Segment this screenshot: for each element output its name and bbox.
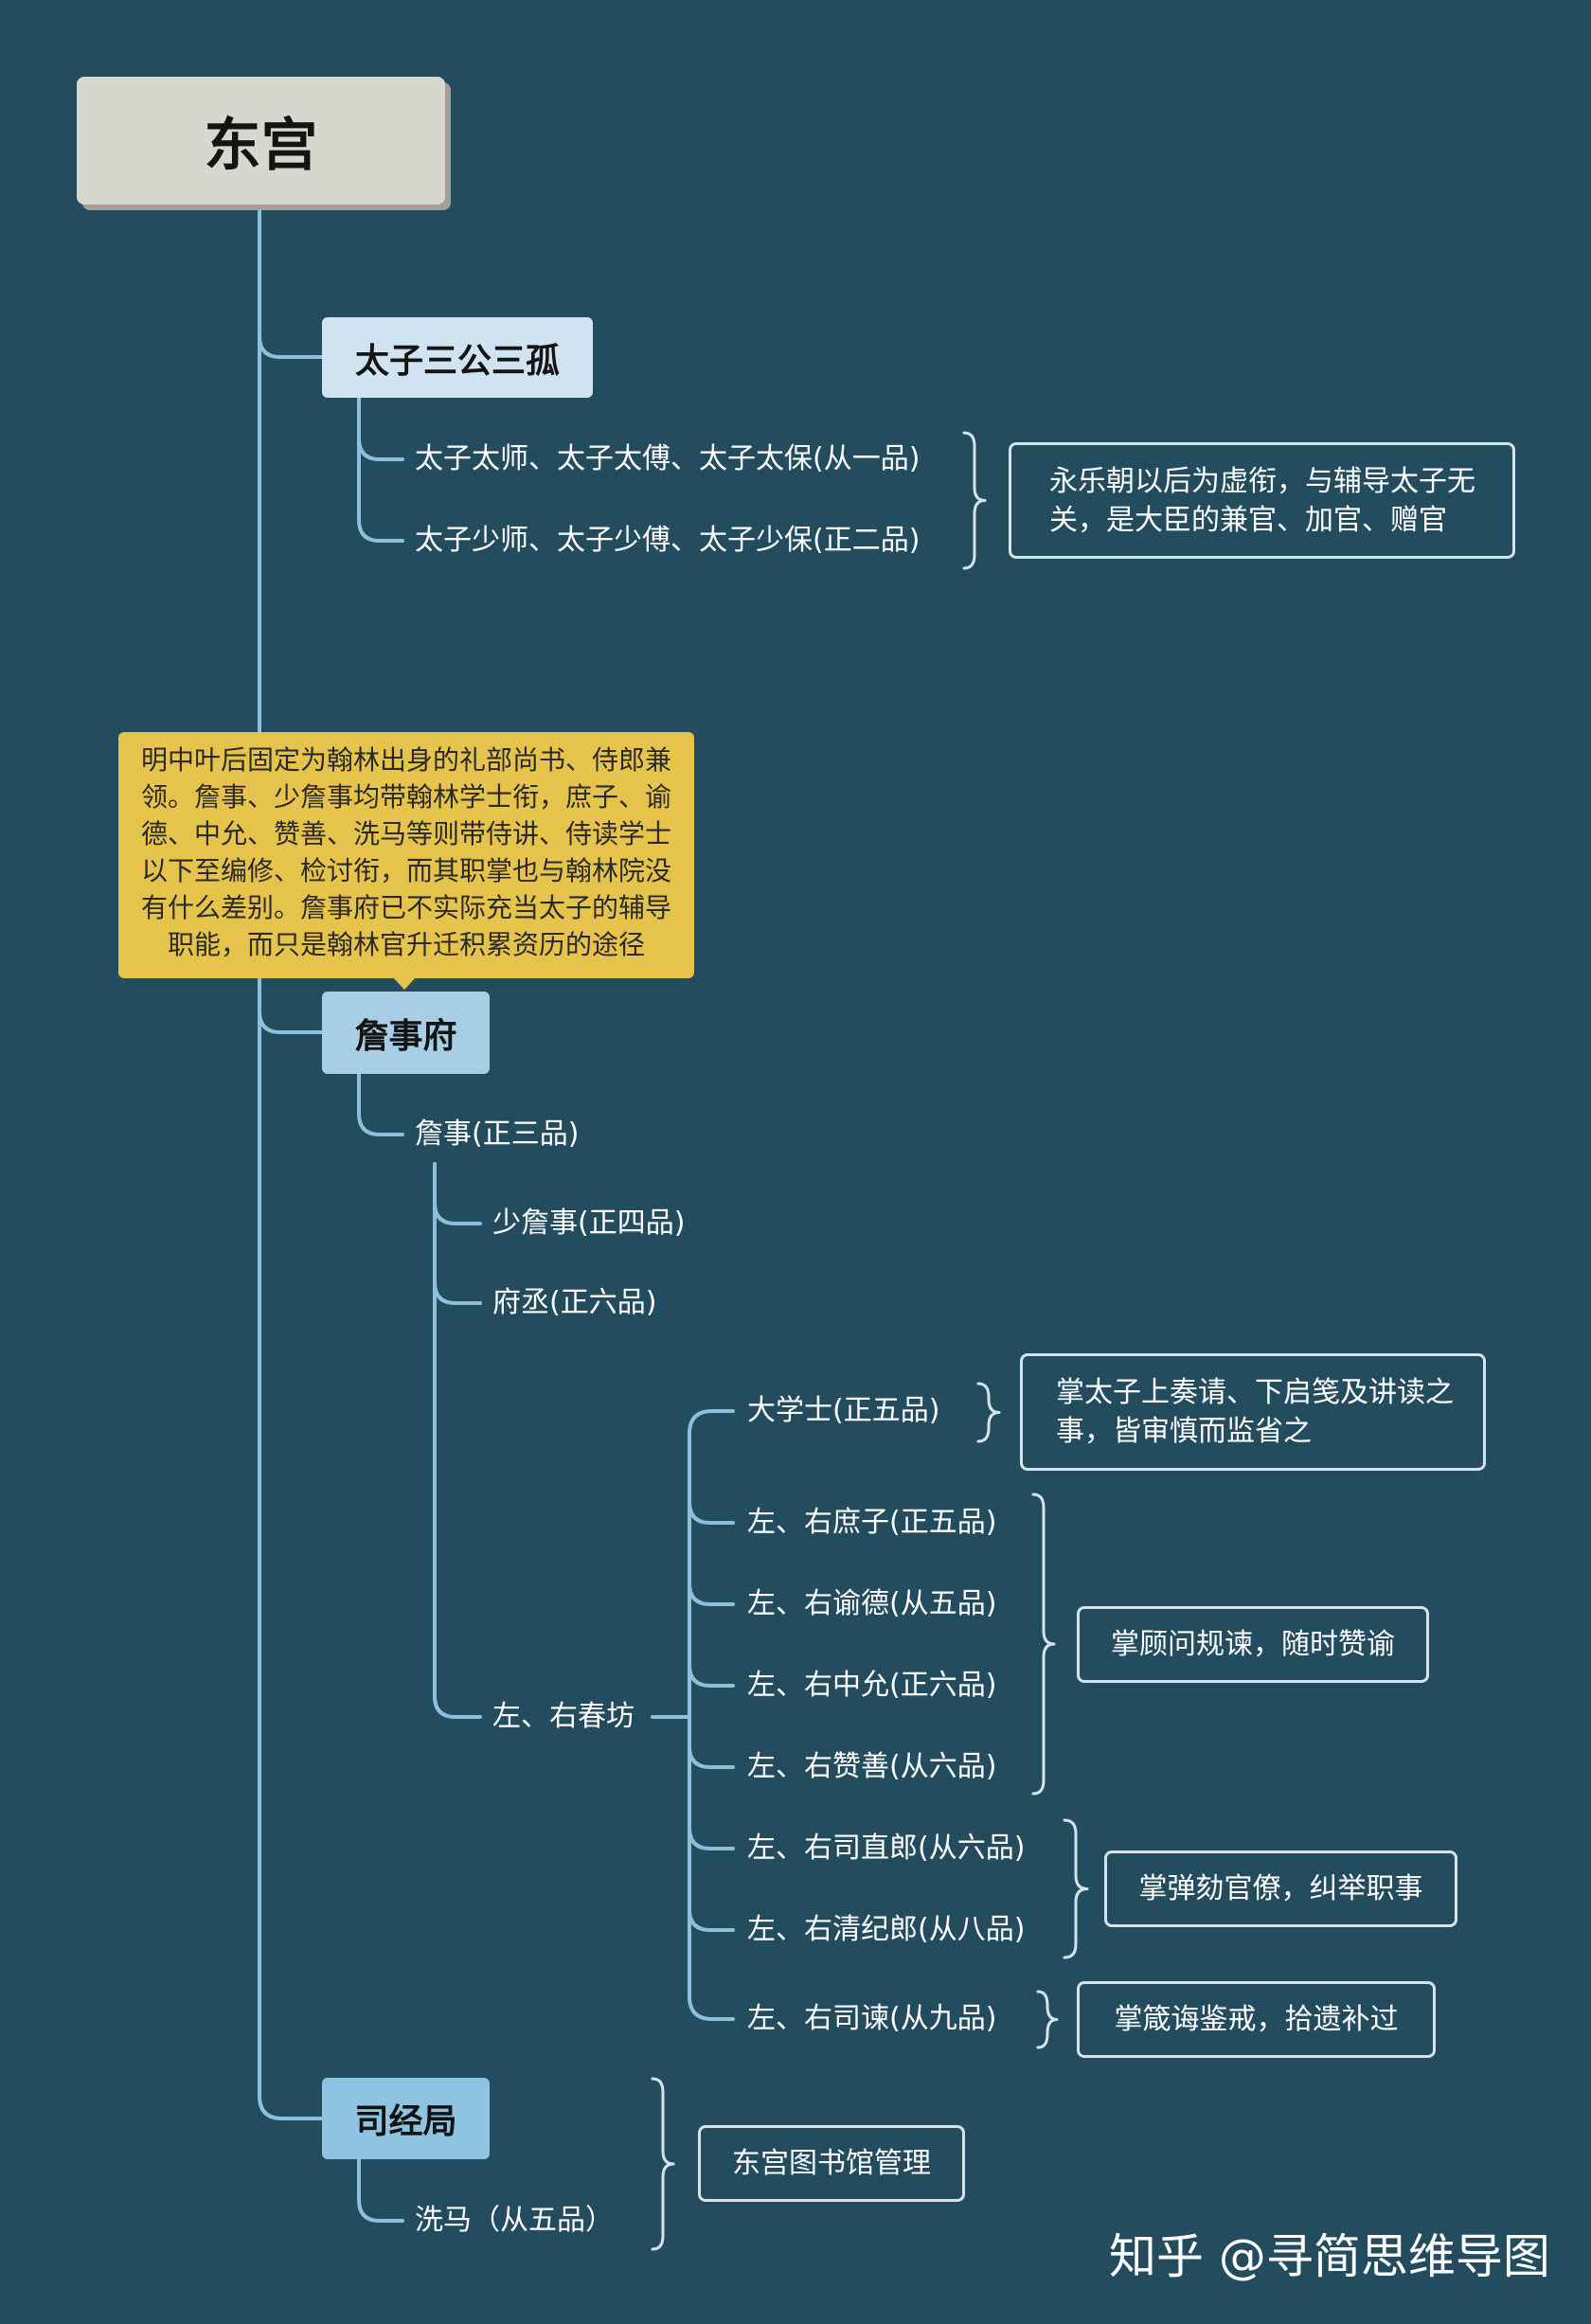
item-connector <box>357 437 404 461</box>
taizi-sangong-sangu-sub-line <box>357 396 404 543</box>
note-box: 东宫图书馆管理 <box>698 2125 965 2202</box>
watermark: 知乎 @寻简思维导图 <box>1109 2229 1550 2284</box>
item-connector <box>433 1201 482 1225</box>
callout-pointer <box>392 976 417 990</box>
item-connector <box>688 1744 735 1769</box>
note-box: 掌太子上奏请、下启笺及讲读之事，皆审慎而监省之 <box>1020 1353 1486 1471</box>
note-box: 掌弹劾官僚，纠举职事 <box>1104 1850 1457 1927</box>
list-item: 左、右清纪郎(从八品) <box>747 1913 1026 1946</box>
sijingju-sub-line <box>357 2157 404 2223</box>
item-connector <box>688 1582 735 1606</box>
note-box: 掌箴诲鉴戒，拾遗补过 <box>1077 1981 1436 2058</box>
branch-connector-taizi-sangong-sangu <box>258 334 324 359</box>
branch-node-sijingju: 司经局 <box>322 2078 490 2159</box>
list-item: 左、右庶子(正五品) <box>747 1506 997 1539</box>
list-item: 左、右赞善(从六品) <box>747 1750 997 1783</box>
list-item: 大学士(正五品) <box>747 1394 940 1427</box>
item-connector <box>688 1907 735 1932</box>
list-item: 府丞(正六品) <box>492 1286 657 1319</box>
list-item: 詹事(正三品) <box>415 1117 580 1151</box>
list-item: 少詹事(正四品) <box>492 1207 686 1240</box>
list-item: 左、右谕德(从五品) <box>747 1587 997 1620</box>
zhanshi-sub-line <box>433 1162 482 1719</box>
zhanshifu-sub-line <box>357 1072 404 1136</box>
list-item: 左、右司谏(从九品) <box>747 2002 997 2035</box>
list-item: 左、右中允(正六品) <box>747 1669 997 1702</box>
list-item: 太子太师、太子太傅、太子太保(从一品) <box>415 442 921 475</box>
main-trunk-line <box>258 203 324 2120</box>
curly-brace <box>651 2077 675 2251</box>
branch-node-taizi-sangong-sangu: 太子三公三孤 <box>322 317 593 398</box>
item-connector <box>688 1826 735 1850</box>
branch-label: 司经局 <box>354 2102 457 2141</box>
item-connector <box>433 1280 482 1305</box>
branch-label: 詹事府 <box>354 1016 457 1056</box>
note-box: 永乐朝以后为虚衔，与辅导太子无关，是大臣的兼官、加官、赠官 <box>1009 442 1515 559</box>
list-item: 左、右司直郎(从六品) <box>747 1832 1026 1865</box>
curly-brace <box>1036 1990 1059 2049</box>
list-item: 左、右春坊 <box>492 1700 635 1733</box>
root-node: 东宫 <box>77 77 445 205</box>
note-box: 掌顾问规谏，随时赞谕 <box>1077 1606 1429 1683</box>
curly-brace <box>976 1382 1001 1443</box>
chunfang-sub-line <box>688 1409 735 2021</box>
branch-node-zhanshifu: 詹事府 <box>322 992 490 1074</box>
branch-connector-zhanshifu <box>258 1010 324 1034</box>
item-connector <box>688 1663 735 1688</box>
curly-brace <box>962 431 987 570</box>
list-item: 太子少师、太子少傅、太子少保(正二品) <box>415 524 921 557</box>
item-connector <box>688 1500 735 1525</box>
callout-note: 明中叶后固定为翰林出身的礼部尚书、侍郎兼领。詹事、少詹事均带翰林学士衔，庶子、谕… <box>118 732 694 978</box>
branch-label: 太子三公三孤 <box>354 341 560 381</box>
list-item: 洗马（从五品） <box>415 2204 614 2237</box>
curly-brace <box>1031 1493 1056 1796</box>
root-label: 东宫 <box>204 113 318 179</box>
curly-brace <box>1063 1818 1089 1959</box>
